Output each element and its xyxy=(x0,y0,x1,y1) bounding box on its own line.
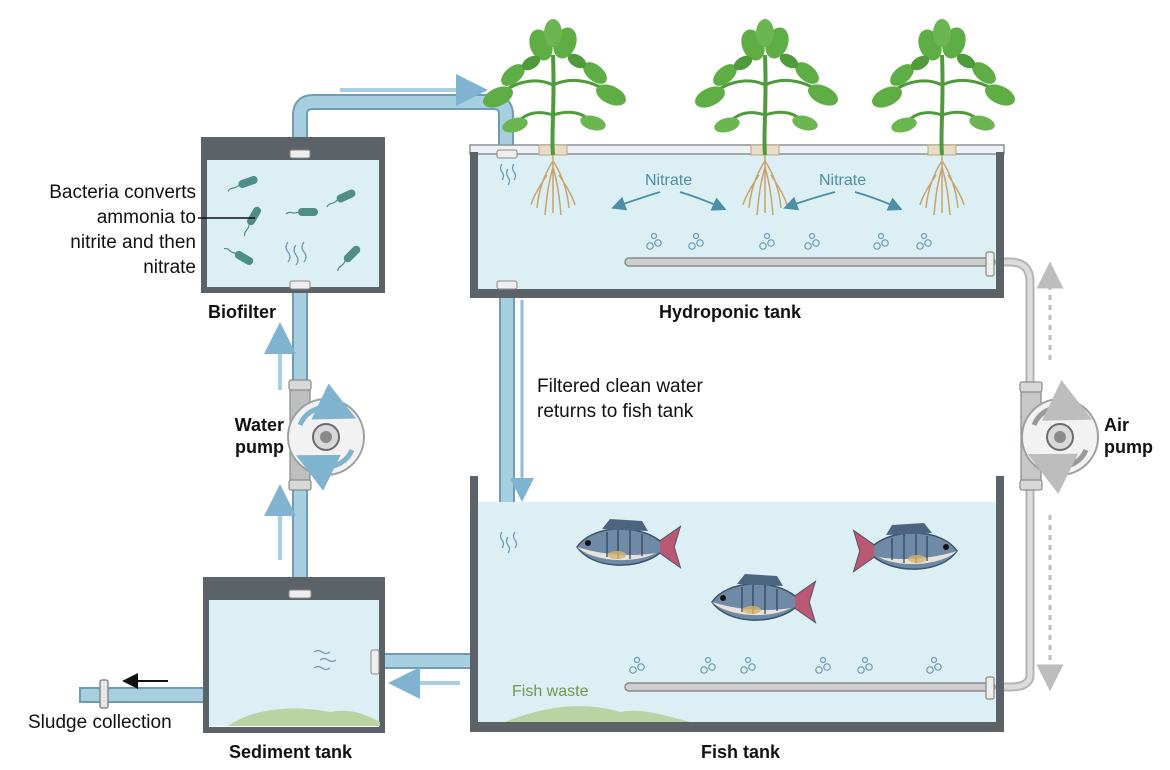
biofilter-tank xyxy=(201,137,385,293)
bacteria-note: Bacteria converts ammonia to nitrite and… xyxy=(49,182,196,278)
air-pump-label: Air pump xyxy=(1104,415,1153,457)
fish-tank-label: Fish tank xyxy=(701,742,781,762)
water-pump-label: Water pump xyxy=(234,415,284,457)
flow-arrow-icon xyxy=(264,74,488,699)
filtered-water-note: Filtered clean water returns to fish tan… xyxy=(537,376,703,422)
biofilter-label: Biofilter xyxy=(208,302,277,322)
nitrate-arrows xyxy=(611,191,903,211)
air-pump-icon xyxy=(1019,380,1099,495)
air-stone-fish-tank xyxy=(624,682,996,692)
air-stone-hydroponic xyxy=(624,257,996,267)
nitrate-label-left: Nitrate xyxy=(645,172,693,189)
sediment-tank-label: Sediment tank xyxy=(229,742,353,762)
sludge-collection-label: Sludge collection xyxy=(28,712,172,733)
sediment-tank xyxy=(203,577,385,733)
nitrate-label-right: Nitrate xyxy=(819,172,867,189)
pipe-hydroponic-to-fish xyxy=(499,269,515,531)
hydroponic-tank xyxy=(469,144,1005,298)
fish-waste-label: Fish waste xyxy=(512,683,589,700)
hydroponic-tank-label: Hydroponic tank xyxy=(659,302,802,322)
fish-waste-pile xyxy=(505,706,690,722)
water-pump-icon xyxy=(287,379,365,491)
